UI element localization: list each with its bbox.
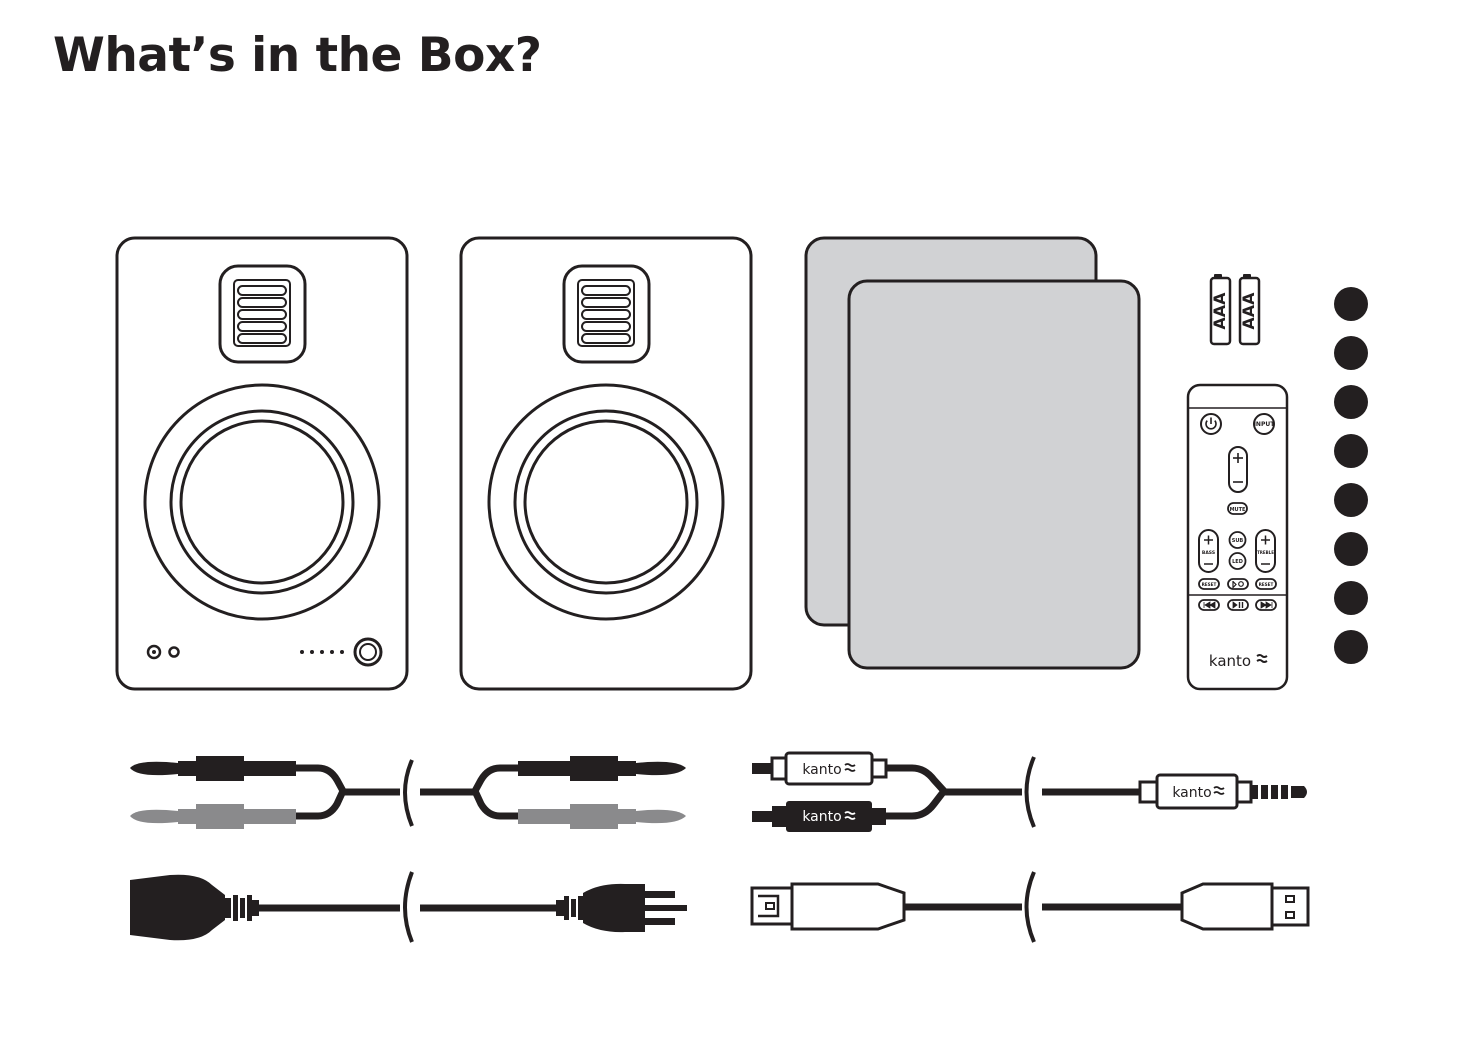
led-button-label: LED xyxy=(1232,559,1243,565)
battery-label: AAA xyxy=(1210,292,1229,330)
input-button-label: INPUT xyxy=(1254,421,1276,428)
rubber-foot xyxy=(1334,532,1368,566)
power-button xyxy=(1200,413,1222,435)
isolation-pads xyxy=(804,236,1141,670)
reset-treble-button: RESET xyxy=(1255,578,1277,590)
mute-button: MUTE xyxy=(1227,502,1248,515)
battery-label: AAA xyxy=(1239,292,1258,330)
front-inputs-icon xyxy=(146,644,180,660)
battery-icon: AAA xyxy=(1238,274,1261,346)
cable-break-icon xyxy=(403,871,414,943)
volume-knob-icon xyxy=(353,637,383,667)
aaa-batteries: AAA AAA xyxy=(1209,274,1261,346)
jack-label: kanto xyxy=(1172,785,1211,801)
pad-front xyxy=(847,279,1141,670)
next-track-button xyxy=(1255,599,1277,611)
tweeter-icon xyxy=(218,264,307,364)
rubber-foot xyxy=(1334,385,1368,419)
volume-dots-icon xyxy=(300,650,344,654)
bluetooth-pair-button xyxy=(1227,578,1249,590)
rca-plug-label: kanto xyxy=(802,809,841,825)
rubber-foot xyxy=(1334,630,1368,664)
kanto-logo: kanto xyxy=(1209,652,1268,670)
reset-label: RESET xyxy=(1202,582,1217,587)
cable-break-icon xyxy=(1024,756,1036,828)
speaker-right xyxy=(459,236,753,691)
sub-button: SUB xyxy=(1228,531,1247,549)
rubber-foot xyxy=(1334,287,1368,321)
speaker-left xyxy=(115,236,409,691)
rca-plug-label: kanto xyxy=(802,762,841,778)
battery-icon: AAA xyxy=(1209,274,1232,346)
woofer-icon xyxy=(143,383,381,621)
bass-rocker: BASS xyxy=(1198,529,1219,573)
input-button: INPUT xyxy=(1253,413,1276,435)
woofer-icon xyxy=(487,383,725,621)
reset-bass-button: RESET xyxy=(1198,578,1220,590)
previous-track-button xyxy=(1198,599,1220,611)
page-title: What’s in the Box? xyxy=(53,28,542,83)
volume-rocker xyxy=(1228,446,1248,493)
reset-label: RESET xyxy=(1259,582,1274,587)
led-button: LED xyxy=(1228,552,1247,570)
usb-cable xyxy=(750,871,1310,943)
rubber-foot xyxy=(1334,434,1368,468)
tweeter-icon xyxy=(562,264,651,364)
bass-label: BASS xyxy=(1202,550,1215,556)
rca-to-3.5mm-cable: kanto kanto kanto xyxy=(752,751,1307,832)
treble-rocker: TREBLE xyxy=(1255,529,1276,573)
play-pause-button xyxy=(1227,599,1249,611)
treble-label: TREBLE xyxy=(1257,550,1274,555)
rubber-foot xyxy=(1334,483,1368,517)
power-cord xyxy=(130,871,687,943)
sub-button-label: SUB xyxy=(1232,538,1244,544)
rubber-foot xyxy=(1334,581,1368,615)
rubber-feet xyxy=(1334,287,1368,664)
rubber-foot xyxy=(1334,336,1368,370)
mute-button-label: MUTE xyxy=(1230,507,1246,513)
remote-control: INPUT MUTE BASS TREBLE SU xyxy=(1186,383,1289,691)
cable-break-icon xyxy=(1024,871,1036,943)
cable-break-icon xyxy=(403,759,414,827)
speaker-wire xyxy=(130,756,686,829)
remote-brand: kanto xyxy=(1209,652,1251,670)
